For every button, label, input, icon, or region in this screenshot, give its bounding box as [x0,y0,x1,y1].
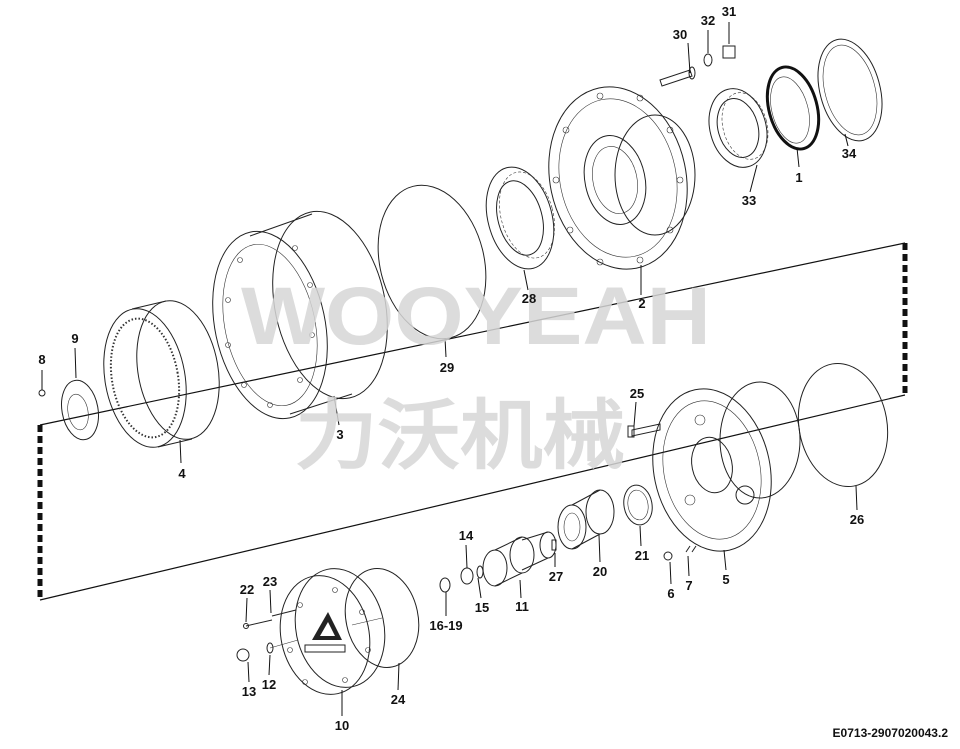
callout-14: 14 [459,528,474,543]
part-14-15-thrust [460,565,484,585]
callout-8: 8 [38,352,45,367]
callout-15: 15 [475,600,489,615]
callout-24: 24 [391,692,406,707]
part-2-hub [548,86,696,270]
callout-20: 20 [593,564,607,579]
callout-4: 4 [178,466,186,481]
callout-30: 30 [673,27,687,42]
callout-7: 7 [685,578,692,593]
callouts: 1 2 3 4 5 6 7 8 9 10 11 12 13 14 15 16-1… [38,4,864,733]
part-1-oil-seal [765,65,821,151]
leader-lines [41,22,858,716]
watermark-latin: WOOYEAH [241,271,711,362]
callout-33: 33 [742,193,756,208]
cover-logo-triangle [304,612,346,653]
part-21-snap-ring [623,484,653,526]
callout-22: 22 [240,582,254,597]
watermark: WOOYEAH 力沃机械 [241,271,711,479]
callout-5: 5 [722,572,729,587]
callout-27: 27 [549,569,563,584]
callout-2: 2 [638,296,645,311]
callout-23: 23 [263,574,277,589]
part-33-bearing [708,88,769,168]
callout-29: 29 [440,360,454,375]
part-29-o-ring [377,184,487,340]
part-10-cover [279,568,386,695]
part-3-drum [212,210,388,420]
part-8-9-retainer [38,379,99,441]
assembly-boundary [37,242,908,601]
callout-9: 9 [71,331,78,346]
callout-13: 13 [242,684,256,699]
callout-16-19: 16-19 [429,618,462,633]
callout-26: 26 [850,512,864,527]
drawing-code: E0713-2907020043.2 [833,726,949,740]
part-30-32-bolt-assembly [659,45,736,87]
callout-34: 34 [842,146,857,161]
part-34-seal-ring [817,38,883,142]
part-28-bearing [485,166,555,270]
part-16-19-shims [439,577,451,593]
callout-21: 21 [635,548,649,563]
part-25-bolt [627,423,661,438]
part-11-shaft [482,531,557,587]
callout-32: 32 [701,13,715,28]
callout-28: 28 [522,291,536,306]
part-24-gasket [344,568,420,668]
part-26-o-ring [797,362,889,488]
callout-1: 1 [795,170,802,185]
callout-11: 11 [515,599,529,614]
callout-6: 6 [667,586,674,601]
callout-3: 3 [336,427,343,442]
callout-31: 31 [722,4,736,19]
part-20-sleeve [557,489,615,550]
callout-10: 10 [335,718,349,733]
part-5-housing [652,381,801,552]
part-4-ring-gear [103,300,220,448]
part-6-7-fasteners [663,545,697,561]
callout-12: 12 [262,677,276,692]
callout-25: 25 [630,386,644,401]
part-12-13-22-23-fasteners [236,609,299,662]
watermark-chinese: 力沃机械 [295,394,625,479]
